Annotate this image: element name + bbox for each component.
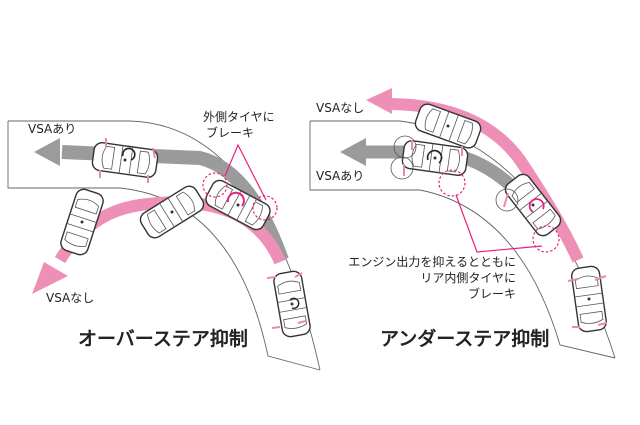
car-ghost [136,182,208,242]
callout-text-line3: ブレーキ [468,286,516,301]
callout-text-line1: 外側タイヤに [203,110,275,124]
brake-highlight-rear [252,195,278,221]
road-inner-edge [7,121,321,371]
panel-title: オーバーステア抑制 [78,327,248,350]
brake-highlight-rear-inner [532,225,560,253]
vsa-on-label: VSAあり [28,122,76,136]
yaw-arrow-icon [528,198,545,213]
callout-text-line1: エンジン出力を抑えるとともに [348,254,516,269]
vsa-off-label: VSAなし [46,291,94,305]
wheel-circle [390,156,414,180]
yaw-arrow-icon [289,297,300,310]
yaw-arrow-icon [426,149,443,164]
understeer-panel: VSAなし VSAあり エンジン出力を抑えるとともに リア内側タイヤに ブレーキ… [309,88,616,359]
vsa-off-arrowhead [32,262,68,294]
car-vsa-on [90,140,160,180]
callout-text-line2: リア内側タイヤに [420,271,516,285]
panel-title: アンダーステア抑制 [380,327,549,350]
vsa-on-label: VSAあり [316,169,364,183]
oversteer-panel: VSAあり VSAなし 外側タイヤに ブレーキ オーバーステア抑制 [7,110,321,371]
yaw-arrow-icon [226,191,245,207]
road-inner-edge [309,121,616,359]
callout-text-line2: ブレーキ [206,125,254,140]
callout-leader [224,143,267,201]
yaw-arrow-icon [122,147,136,161]
brake-highlight-rear-inner [438,169,466,197]
wheel-circle [495,188,519,212]
wheel-circle [393,135,417,159]
brake-highlight-front [202,172,228,198]
vsa-off-label: VSAなし [316,101,364,115]
car-start [569,264,609,334]
vsa-off-arrowhead [366,88,392,114]
vsa-on-arrowhead [34,138,60,166]
force-arrows [403,140,608,328]
force-arrows [99,138,307,329]
vsa-on-arrowhead [340,138,366,166]
callout-leader [455,194,543,253]
